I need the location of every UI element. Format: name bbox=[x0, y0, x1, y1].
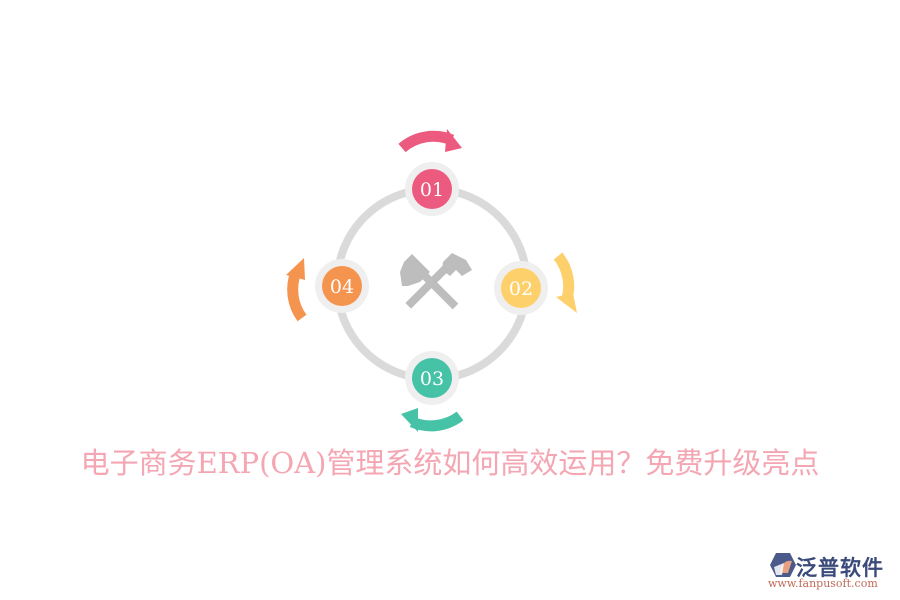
arrow-top-icon bbox=[398, 129, 462, 153]
step-label: 03 bbox=[420, 368, 444, 390]
page-title: 电子商务ERP(OA)管理系统如何高效运用？免费升级亮点 bbox=[80, 446, 820, 480]
logo-name: 泛普软件 bbox=[796, 556, 884, 580]
arrow-left-icon bbox=[286, 258, 307, 322]
logo-url: www.fanpusoft.com bbox=[768, 577, 878, 590]
step-label: 04 bbox=[330, 276, 354, 298]
step-label: 01 bbox=[420, 179, 444, 201]
hammers-crossed-icon bbox=[400, 253, 472, 310]
brand-logo[interactable]: 泛普软件 www.fanpusoft.com bbox=[764, 551, 894, 595]
step-node-02: 02 bbox=[494, 261, 548, 315]
step-node-04: 04 bbox=[315, 259, 369, 313]
fanpu-logo-icon bbox=[770, 553, 796, 577]
step-node-01: 01 bbox=[405, 162, 459, 216]
arrow-bottom-icon bbox=[401, 408, 464, 432]
step-node-03: 03 bbox=[405, 351, 459, 405]
arrow-right-icon bbox=[553, 252, 577, 313]
step-label: 02 bbox=[509, 278, 533, 300]
